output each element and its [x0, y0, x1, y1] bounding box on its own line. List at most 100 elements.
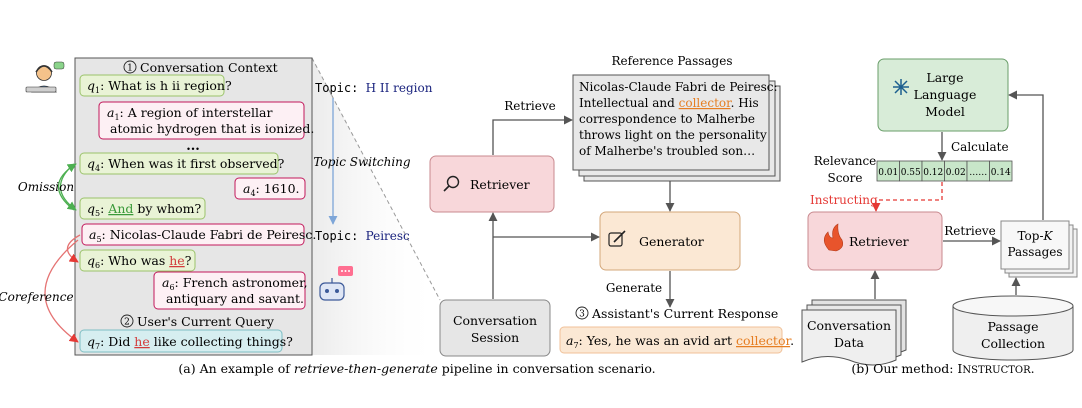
user-avatar-icon — [25, 61, 65, 93]
topic-switching-label: Topic Switching — [313, 155, 411, 169]
section-2-title: User's Current Query — [137, 314, 275, 329]
coreference-arrow-a5-q6 — [66, 234, 81, 263]
score-value: …… — [969, 168, 987, 178]
svg-text:q1: What is h ii region?: q1: What is h ii region? — [87, 78, 232, 95]
svg-text:a7: Yes, he was an avid art co: a7: Yes, he was an avid art collector. — [566, 333, 794, 350]
utterance-q6: q6: Who was he? — [79, 249, 196, 272]
svg-text:a1: A region of interstellar: a1: A region of interstellar — [107, 105, 273, 122]
instructor-retriever-node: Retriever — [807, 211, 943, 271]
utterance-a5: a5: Nicolas-Claude Fabri de Peiresc. — [81, 223, 316, 246]
caption-a: (a) An example of retrieve-then-generate… — [178, 361, 655, 376]
generate-label: Generate — [606, 281, 662, 295]
passage-line-5: of Malherbe's troubled son… — [579, 144, 755, 158]
svg-text:Data: Data — [834, 335, 864, 350]
passage-line-1: Nicolas-Claude Fabri de Peiresc: — [579, 80, 778, 94]
svg-text:Model: Model — [925, 104, 965, 119]
retrieve-arrow — [492, 115, 573, 155]
calculate-label: Calculate — [951, 140, 1009, 154]
svg-text:q4: When was it first observed: q4: When was it first observed? — [87, 156, 285, 173]
caption-b: (b) Our method: INSTRUCTOR. — [851, 361, 1034, 376]
svg-text:Passages: Passages — [1007, 245, 1062, 259]
fire-icon — [823, 223, 844, 252]
coreference-label: Coreference — [0, 290, 74, 304]
score-value: 0.14 — [991, 168, 1011, 178]
score-value: 0.55 — [901, 168, 921, 178]
passage-collection-cylinder: Passage Collection — [952, 295, 1074, 361]
omission-highlight: And — [107, 201, 133, 216]
topic-2: Topic: Peiresc — [315, 229, 410, 243]
passage-line-3: correspondence to Malherbe — [579, 112, 755, 126]
passage-line-4: throws light on the personality — [579, 128, 767, 142]
conversation-data-stack: Conversation Data — [801, 299, 907, 366]
section-1-number: 1 — [127, 64, 133, 74]
svg-text:atomic hydrogen that is ionize: atomic hydrogen that is ionized. — [110, 121, 314, 136]
utterance-q5: q5: And by whom? — [79, 197, 206, 220]
svg-text:a6: French astronomer,: a6: French astronomer, — [162, 275, 308, 292]
svg-text:Generator: Generator — [639, 234, 704, 249]
projection-wedge — [312, 58, 440, 355]
score-value: 0.02 — [946, 168, 966, 178]
score-value: 0.01 — [878, 168, 898, 178]
section-2-header: 2 User's Current Query — [120, 314, 275, 329]
robot-icon — [319, 266, 353, 301]
svg-text:Retriever: Retriever — [849, 234, 909, 249]
instructor-retrieve-label: Retrieve — [944, 224, 996, 238]
utterance-a1: a1: A region of interstellar atomic hydr… — [98, 101, 314, 140]
topk-passages-stack: Top-K Passages — [1000, 220, 1078, 278]
svg-text:Session: Session — [471, 330, 519, 345]
svg-text:a4: 1610.: a4: 1610. — [243, 181, 300, 198]
svg-text:a5: Nicolas-Claude Fabri de Pe: a5: Nicolas-Claude Fabri de Peiresc. — [89, 227, 316, 244]
llm-node: Large Language Model — [877, 58, 1009, 132]
svg-text:Collection: Collection — [981, 336, 1045, 351]
instructing-label: Instructing — [810, 193, 878, 207]
utterance-q1: q1: What is h ii region? — [79, 74, 232, 97]
response-bubble: a7: Yes, he was an avid art collector. — [559, 326, 794, 354]
relevance-label-2: Score — [827, 171, 862, 185]
score-cell — [989, 160, 1013, 182]
section-1-header: 1 Conversation Context — [123, 60, 278, 75]
snowflake-icon — [893, 79, 909, 95]
instructing-arrow — [871, 182, 943, 212]
ellipsis: ... — [186, 139, 200, 154]
svg-text:q5: And by whom?: q5: And by whom? — [87, 201, 202, 218]
reference-passages-stack: Nicolas-Claude Fabri de Peiresc: Intelle… — [572, 74, 781, 182]
coreference-arrow-q7 — [44, 239, 79, 343]
retrieve-label: Retrieve — [504, 99, 556, 113]
topic-1: Topic: H II region — [315, 81, 433, 95]
conversation-session-node: Conversation Session — [439, 299, 551, 357]
edit-icon — [608, 230, 626, 247]
retriever-node: Retriever — [429, 155, 555, 213]
relevance-label-1: Relevance — [814, 154, 877, 168]
topk-to-llm-arrow — [1008, 90, 1044, 220]
score-value: 0.12 — [923, 168, 943, 178]
svg-text:Conversation: Conversation — [807, 318, 891, 333]
generator-node: Generator — [599, 211, 741, 271]
omission-arrow-to-q5 — [59, 163, 77, 211]
utterance-q4: q4: When was it first observed? — [79, 152, 285, 175]
svg-text:Conversation: Conversation — [453, 313, 537, 328]
search-icon — [443, 175, 460, 192]
response-header: 3 Assistant's Current Response — [575, 306, 778, 321]
section-1-title: Conversation Context — [140, 60, 278, 75]
svg-text:Top-K: Top-K — [1017, 229, 1053, 243]
utterance-a6: a6: French astronomer, antiquary and sav… — [153, 271, 308, 310]
svg-text:q6: Who was he?: q6: Who was he? — [87, 253, 192, 270]
svg-text:antiquary and savant.: antiquary and savant. — [166, 291, 304, 306]
svg-text:Language: Language — [914, 87, 977, 102]
svg-text:Assistant's Current Response: Assistant's Current Response — [591, 306, 778, 321]
omission-label: Omission — [18, 180, 74, 194]
svg-text:Large: Large — [926, 70, 963, 85]
coreference-highlight-q6: he — [169, 253, 184, 268]
utterance-a4: a4: 1610. — [234, 177, 306, 200]
section-2-number: 2 — [124, 318, 130, 328]
passage-line-2: Intellectual and collector. His — [579, 96, 759, 110]
utterance-q7: q7: Did he like collecting things? — [79, 329, 293, 353]
coreference-highlight-q7: he — [134, 334, 149, 349]
svg-text:Passage: Passage — [988, 319, 1039, 334]
svg-text:3: 3 — [579, 310, 585, 320]
reference-passages-title: Reference Passages — [612, 54, 733, 68]
svg-text:q7: Did he like collecting thi: q7: Did he like collecting things? — [87, 334, 293, 351]
svg-text:Retriever: Retriever — [470, 177, 530, 192]
